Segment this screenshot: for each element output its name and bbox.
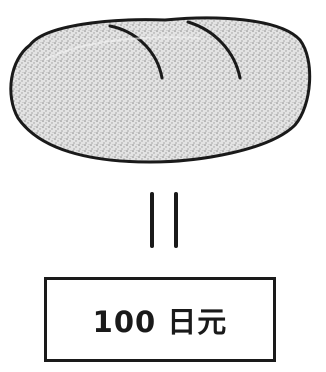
price-label: 100 日元 [92,304,228,339]
equals-sign-icon [150,192,178,248]
bread-loaf-icon [9,16,312,164]
price-box: 100 日元 [44,277,276,362]
